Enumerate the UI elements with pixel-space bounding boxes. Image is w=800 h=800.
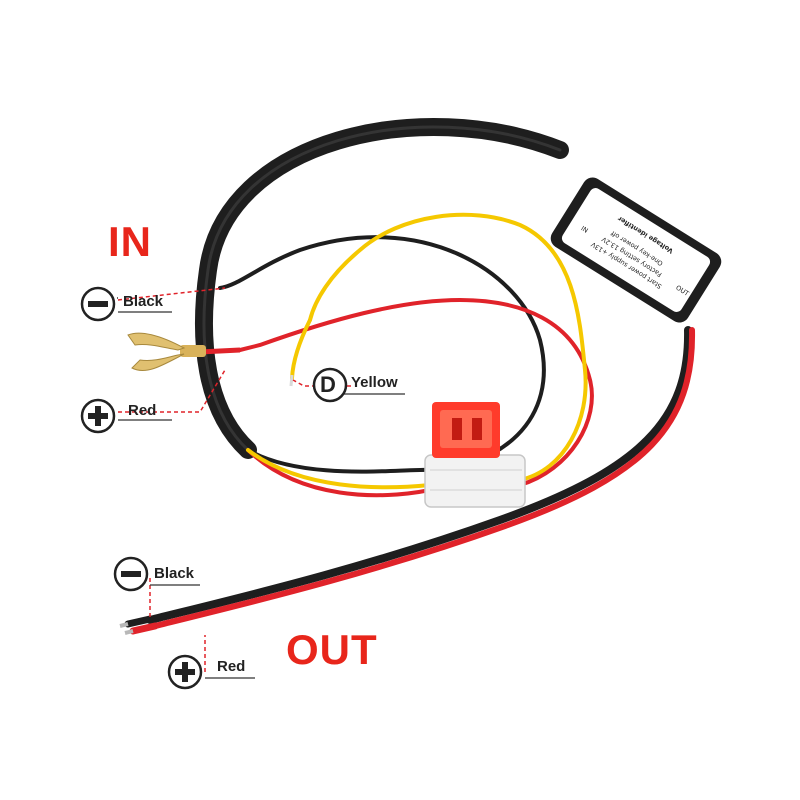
out-red-label: Red [217,658,246,675]
d-circle-icon [312,367,348,403]
black-input-wire [218,235,546,474]
output-cable [119,326,696,635]
in-yellow-label: Yellow [351,374,398,391]
minus-circle-icon [80,286,116,322]
in-black-label: Black [123,293,164,310]
yellow-input-wire [246,212,588,490]
out-black-label: Black [154,565,195,582]
out-title: OUT [286,626,378,673]
red-input-wire [238,297,594,498]
plus-circle-icon [80,398,116,434]
minus-circle-icon [113,556,149,592]
fuse-holder [424,402,526,508]
fork-terminal [127,332,241,372]
voltage-module: Voltage identifier One-key power off Fac… [550,177,722,323]
d-symbol: D [320,372,336,397]
module-pin-in: IN [579,224,589,234]
in-red-label: Red [128,402,157,419]
in-title: IN [108,218,152,265]
plus-circle-icon [167,654,203,690]
yellow-d-wire [290,318,312,380]
